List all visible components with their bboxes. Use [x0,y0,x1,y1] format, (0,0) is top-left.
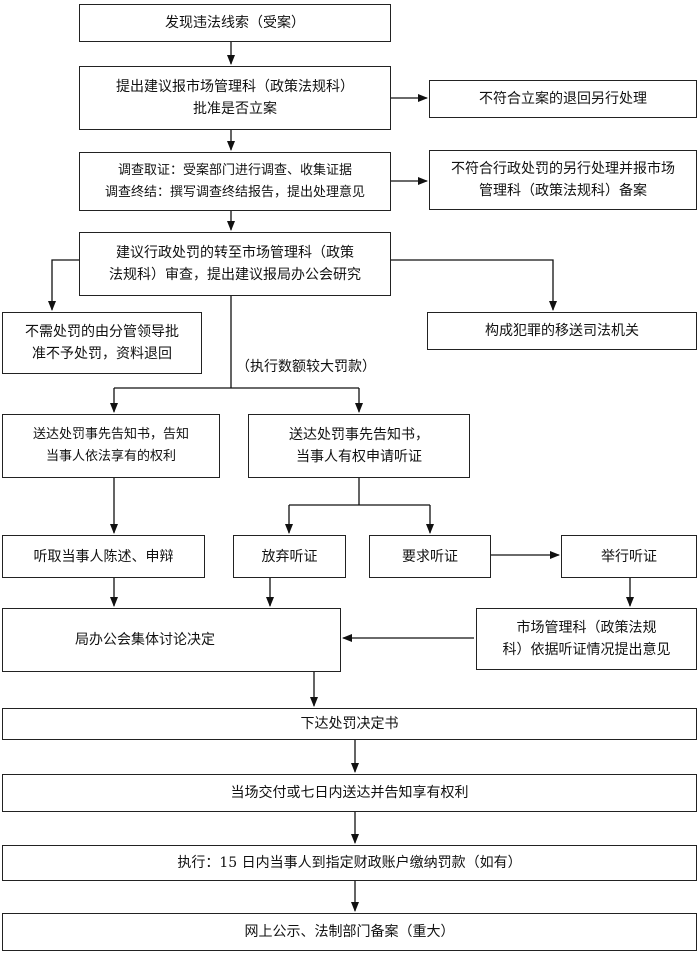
propose-filing-text-1: 提出建议报市场管理科（政策法规科） [116,79,354,95]
execution-box: 执行：15 日内当事人到指定财政账户缴纳罚款（如有） [2,845,697,881]
hold-hearing-text: 举行听证 [601,548,657,565]
execution-text: 执行：15 日内当事人到指定财政账户缴纳罚款（如有） [177,855,522,871]
arrow-b6-b8 [391,259,557,311]
request-hearing-box: 要求听证 [369,535,491,578]
hear-statement-box: 听取当事人陈述、申辩 [2,535,205,578]
reject-filing-box: 不符合立案的退回另行处理 [429,80,697,118]
propose-penalty-review-box: 建议行政处罚的转至市场管理科（政策 法规科）审查，提出建议报局办公会研究 [79,232,391,296]
publicize-record-box: 网上公示、法制部门备案（重大） [2,913,697,951]
propose-penalty-review-text-2: 法规科）审查，提出建议报局办公会研究 [109,267,361,283]
waive-hearing-text: 放弃听证 [261,548,318,565]
publicize-record-text: 网上公示、法制部门备案（重大） [244,924,455,940]
investigation-text-2: 调查终结：撰写调查终结报告，提出处理意见 [104,184,365,200]
notice-rights-text-2: 当事人依法享有的权利 [45,449,176,464]
waive-hearing-box: 放弃听证 [233,535,346,578]
transfer-judicial-box: 构成犯罪的移送司法机关 [427,312,697,350]
no-penalty-approval-text-2: 准不予处罚，资料退回 [32,346,172,362]
deliver-decision-text: 当场交付或七日内送达并告知享有权利 [230,785,469,801]
no-penalty-approval-box: 不需处罚的由分管领导批 准不予处罚，资料退回 [2,312,202,374]
deliver-decision-box: 当场交付或七日内送达并告知享有权利 [2,774,697,812]
request-hearing-text: 要求听证 [402,548,458,565]
hear-statement-text: 听取当事人陈述、申辩 [33,548,174,565]
large-fine-label: （执行数额较大罚款） [234,356,378,376]
investigation-box: 调查取证：受案部门进行调查、收集证据 调查终结：撰写调查终结报告，提出处理意见 [79,152,391,211]
no-penalty-approval-text-1: 不需处罚的由分管领导批 [25,324,179,340]
hold-hearing-box: 举行听证 [561,535,697,578]
notice-hearing-text-2: 当事人有权申请听证 [296,449,422,465]
propose-filing-text-2: 批准是否立案 [193,101,277,117]
no-penalty-record-text-2: 管理科（政策法规科）备案 [479,183,647,199]
notice-rights-text-1: 送达处罚事先告知书，告知 [32,427,189,442]
propose-filing-box: 提出建议报市场管理科（政策法规科） 批准是否立案 [79,66,391,130]
propose-penalty-review-text-1: 建议行政处罚的转至市场管理科（政策 [116,245,354,261]
hearing-opinion-box: 市场管理科（政策法规 科）依据听证情况提出意见 [476,608,697,670]
notice-rights-box: 送达处罚事先告知书，告知 当事人依法享有的权利 [2,414,220,478]
investigation-text-1: 调查取证：受案部门进行调查、收集证据 [117,162,352,178]
no-penalty-record-text-1: 不符合行政处罚的另行处理并报市场 [451,161,675,177]
discover-violation-box: 发现违法线索（受案） [79,4,391,42]
issue-decision-text: 下达处罚决定书 [300,716,399,732]
notice-hearing-text-1: 送达处罚事先告知书， [289,427,429,443]
notice-hearing-box: 送达处罚事先告知书， 当事人有权申请听证 [248,414,470,478]
collective-decision-text: 局办公会集体讨论决定 [75,632,215,648]
discover-violation-text: 发现违法线索（受案） [165,15,305,31]
arrow-b6-b7 [48,259,79,311]
hearing-opinion-text-2: 科）依据听证情况提出意见 [502,642,671,658]
reject-filing-text: 不符合立案的退回另行处理 [479,91,647,107]
no-penalty-record-box: 不符合行政处罚的另行处理并报市场 管理科（政策法规科）备案 [429,150,697,210]
transfer-judicial-text: 构成犯罪的移送司法机关 [485,323,639,339]
hearing-opinion-text-1: 市场管理科（政策法规 [516,620,657,636]
issue-decision-box: 下达处罚决定书 [2,708,697,740]
collective-decision-box: 局办公会集体讨论决定 [2,608,341,672]
